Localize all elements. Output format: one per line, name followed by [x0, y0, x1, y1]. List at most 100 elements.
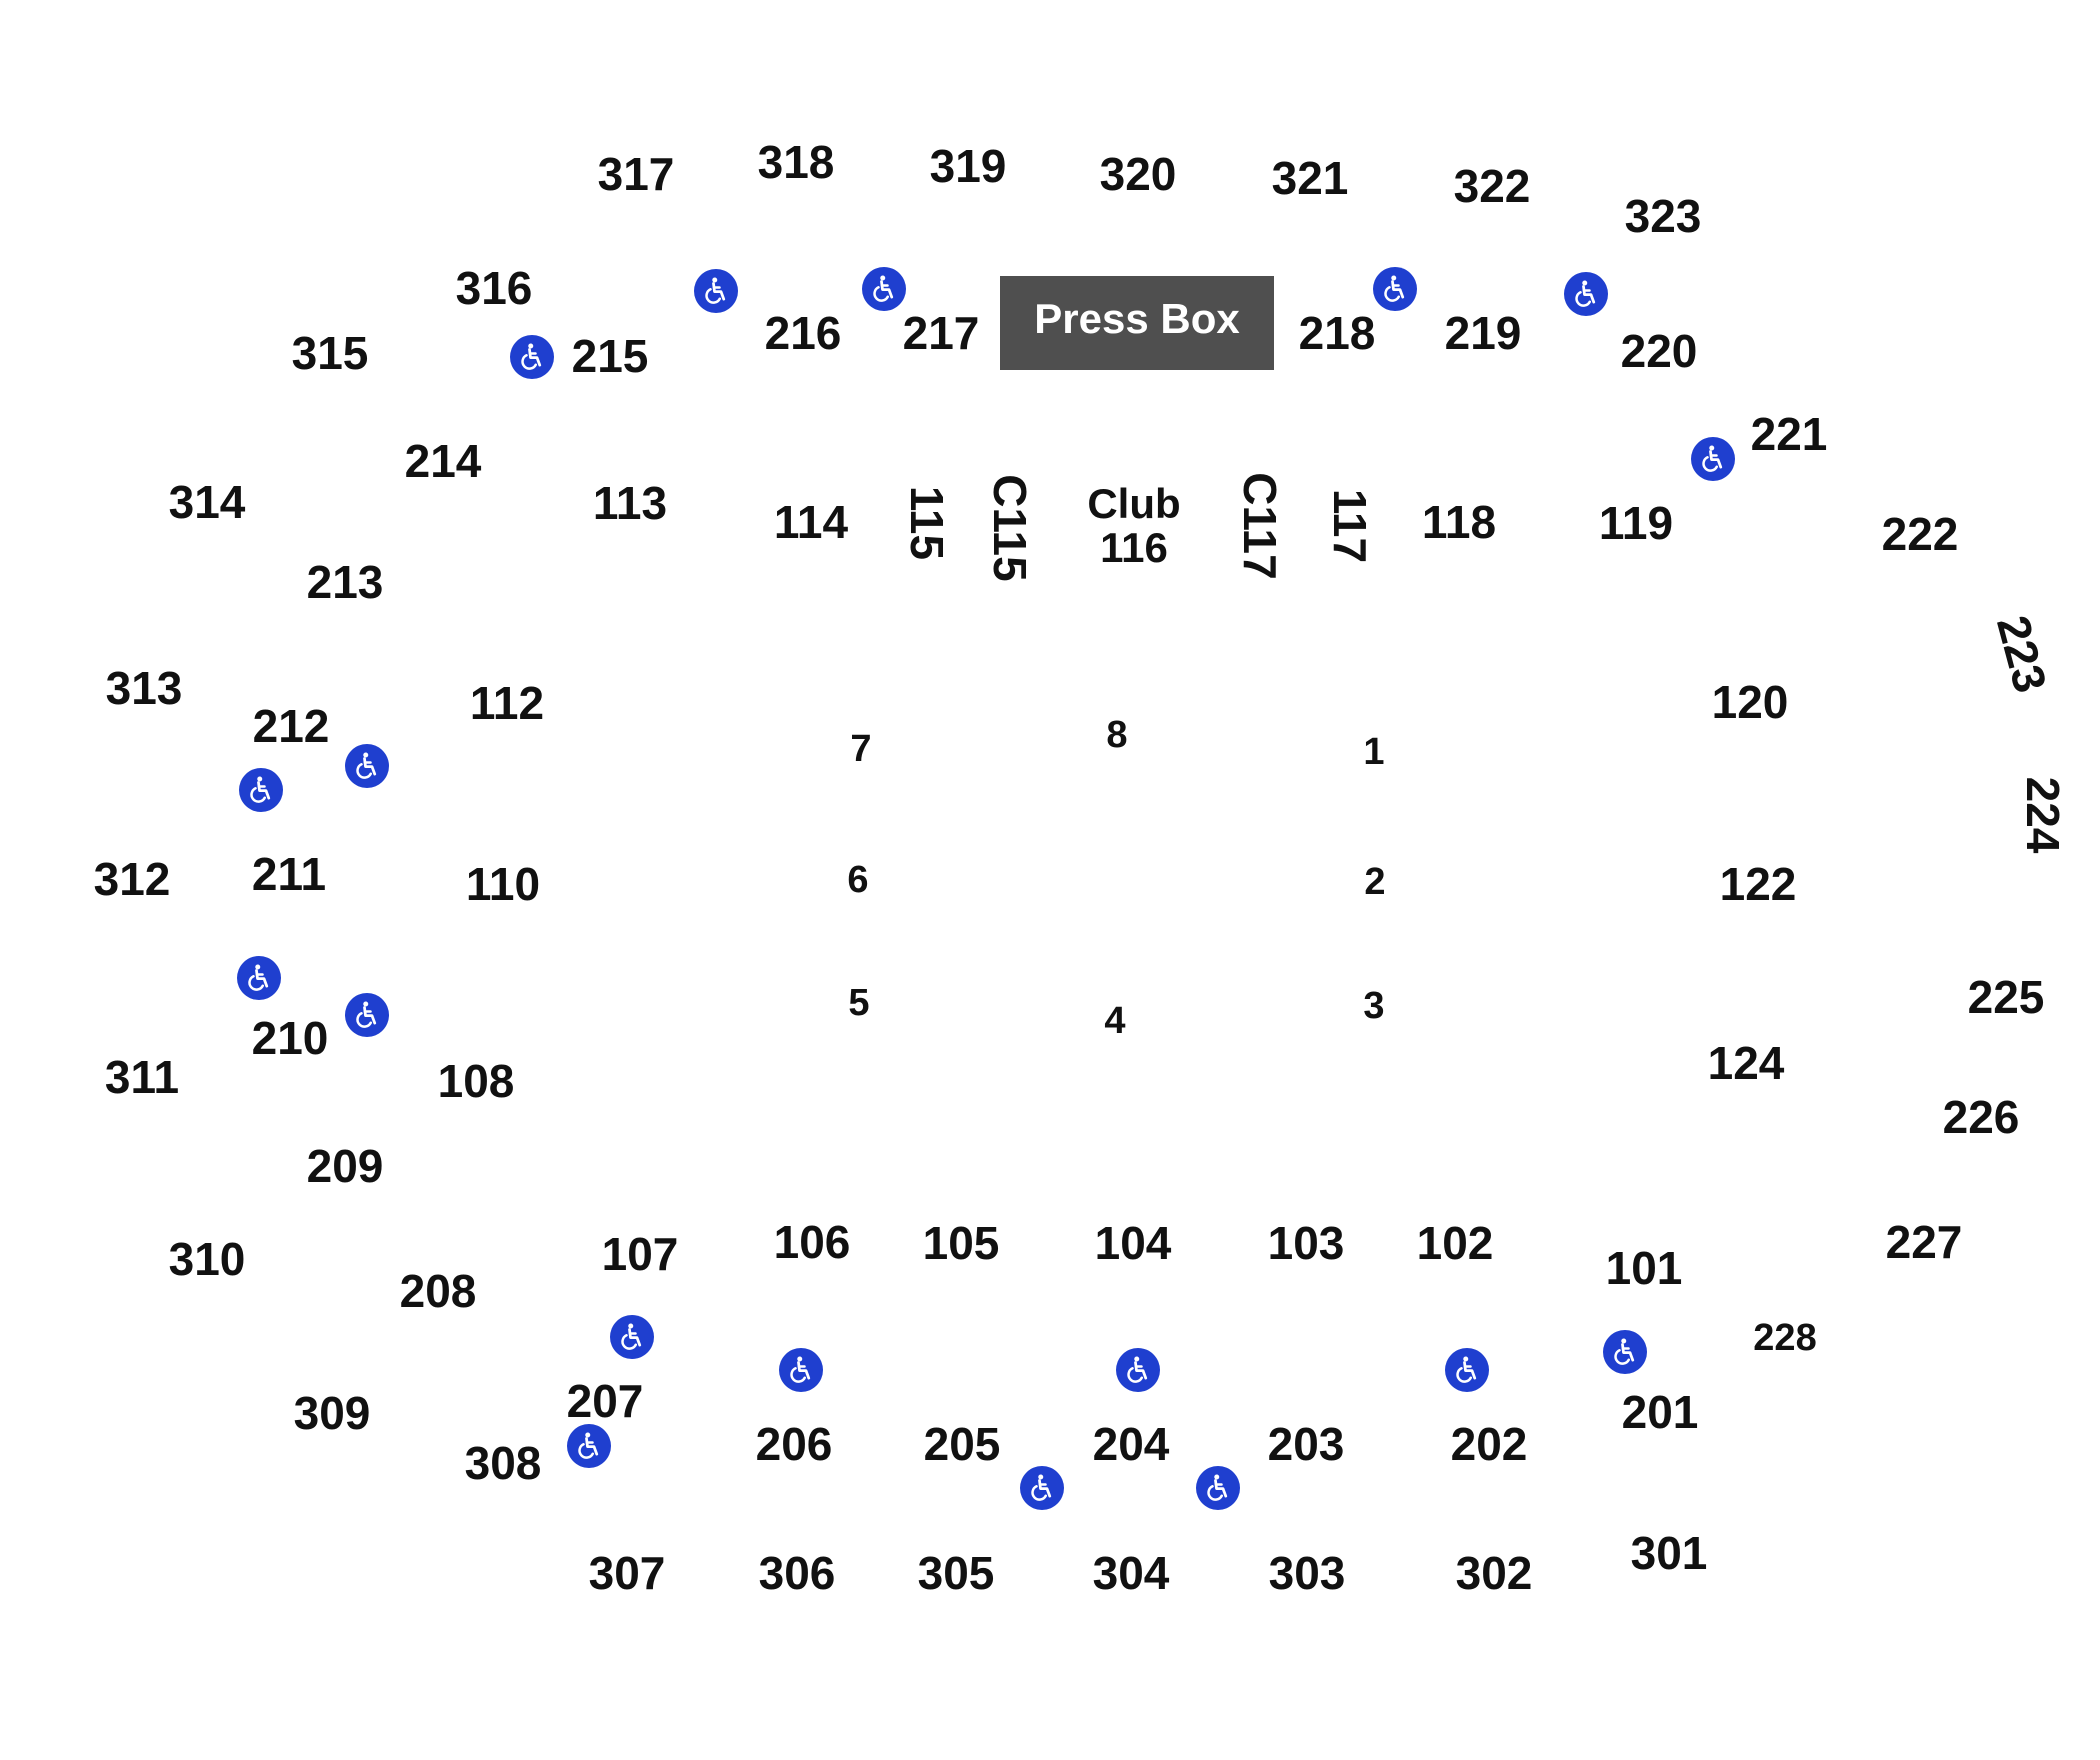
- section-211[interactable]: 211: [251, 848, 327, 900]
- section-312[interactable]: 312: [93, 853, 171, 905]
- section-214[interactable]: 214: [404, 435, 482, 487]
- section-323[interactable]: 323: [1624, 190, 1702, 242]
- wheelchair-icon[interactable]: [1116, 1348, 1160, 1392]
- wheelchair-icon[interactable]: [237, 956, 281, 1000]
- wheelchair-icon[interactable]: [694, 269, 738, 313]
- section-222[interactable]: 222: [1881, 508, 1959, 560]
- wheelchair-icon[interactable]: [1020, 1466, 1064, 1510]
- section-302[interactable]: 302: [1455, 1547, 1533, 1599]
- section-219[interactable]: 219: [1444, 307, 1522, 359]
- section-310[interactable]: 310: [168, 1233, 246, 1285]
- section-216[interactable]: 216: [764, 307, 842, 359]
- section-208[interactable]: 208: [399, 1265, 477, 1317]
- section-120[interactable]: 120: [1711, 676, 1789, 728]
- section-226[interactable]: 226: [1942, 1091, 2020, 1143]
- section-215[interactable]: 215: [571, 330, 649, 382]
- section-308[interactable]: 308: [464, 1437, 542, 1489]
- section-307[interactable]: 307: [588, 1547, 666, 1599]
- section-110[interactable]: 110: [465, 858, 541, 910]
- section-106[interactable]: 106: [773, 1216, 851, 1268]
- section-210[interactable]: 210: [251, 1012, 329, 1064]
- section-228[interactable]: 228: [1753, 1317, 1817, 1359]
- wheelchair-icon[interactable]: [239, 768, 283, 812]
- wheelchair-icon[interactable]: [510, 335, 554, 379]
- section-113[interactable]: 113: [592, 477, 668, 529]
- section-103[interactable]: 103: [1267, 1217, 1345, 1269]
- section-311[interactable]: 311: [104, 1051, 180, 1103]
- section-309[interactable]: 309: [293, 1387, 371, 1439]
- floor-section-8[interactable]: 8: [1106, 714, 1128, 756]
- floor-section-4[interactable]: 4: [1104, 1000, 1126, 1042]
- section-c115[interactable]: C115: [984, 474, 1036, 582]
- wheelchair-icon[interactable]: [1373, 267, 1417, 311]
- wheelchair-icon[interactable]: [1196, 1466, 1240, 1510]
- section-115[interactable]: 115: [901, 485, 953, 561]
- section-206[interactable]: 206: [755, 1418, 833, 1470]
- section-205[interactable]: 205: [923, 1418, 1001, 1470]
- wheelchair-icon[interactable]: [345, 993, 389, 1037]
- section-306[interactable]: 306: [758, 1547, 836, 1599]
- section-207[interactable]: 207: [566, 1375, 644, 1427]
- section-118[interactable]: 118: [1421, 496, 1497, 548]
- section-217[interactable]: 217: [902, 307, 980, 359]
- floor-section-7[interactable]: 7: [850, 728, 872, 770]
- section-122[interactable]: 122: [1719, 858, 1797, 910]
- section-119[interactable]: 119: [1598, 497, 1674, 549]
- wheelchair-icon[interactable]: [1564, 272, 1608, 316]
- section-321[interactable]: 321: [1271, 152, 1349, 204]
- section-112[interactable]: 112: [469, 677, 545, 729]
- section-223[interactable]: 223: [1986, 610, 2058, 698]
- section-104[interactable]: 104: [1094, 1217, 1172, 1269]
- section-204[interactable]: 204: [1092, 1418, 1170, 1470]
- section-209[interactable]: 209: [306, 1140, 384, 1192]
- section-220[interactable]: 220: [1620, 325, 1698, 377]
- section-club-116[interactable]: Club 116: [1087, 481, 1180, 571]
- section-319[interactable]: 319: [929, 140, 1007, 192]
- section-202[interactable]: 202: [1450, 1418, 1528, 1470]
- section-221[interactable]: 221: [1750, 408, 1828, 460]
- floor-section-3[interactable]: 3: [1363, 985, 1385, 1027]
- section-102[interactable]: 102: [1416, 1217, 1494, 1269]
- floor-section-2[interactable]: 2: [1364, 861, 1386, 903]
- wheelchair-icon[interactable]: [345, 744, 389, 788]
- section-317[interactable]: 317: [597, 148, 675, 200]
- section-303[interactable]: 303: [1268, 1547, 1346, 1599]
- wheelchair-icon[interactable]: [779, 1348, 823, 1392]
- section-218[interactable]: 218: [1298, 307, 1376, 359]
- wheelchair-icon[interactable]: [1603, 1330, 1647, 1374]
- floor-section-5[interactable]: 5: [848, 982, 870, 1024]
- section-224[interactable]: 224: [2017, 776, 2069, 854]
- section-203[interactable]: 203: [1267, 1418, 1345, 1470]
- section-201[interactable]: 201: [1621, 1386, 1699, 1438]
- section-313[interactable]: 313: [105, 662, 183, 714]
- section-322[interactable]: 322: [1453, 160, 1531, 212]
- section-117[interactable]: 117: [1324, 488, 1376, 564]
- section-304[interactable]: 304: [1092, 1547, 1170, 1599]
- section-101[interactable]: 101: [1605, 1242, 1683, 1294]
- section-227[interactable]: 227: [1885, 1216, 1963, 1268]
- section-124[interactable]: 124: [1707, 1037, 1785, 1089]
- wheelchair-icon[interactable]: [610, 1315, 654, 1359]
- section-301[interactable]: 301: [1630, 1527, 1708, 1579]
- wheelchair-icon[interactable]: [1445, 1348, 1489, 1392]
- floor-section-6[interactable]: 6: [847, 859, 869, 901]
- section-225[interactable]: 225: [1967, 971, 2045, 1023]
- section-316[interactable]: 316: [455, 262, 533, 314]
- section-318[interactable]: 318: [757, 136, 835, 188]
- section-315[interactable]: 315: [291, 327, 369, 379]
- wheelchair-icon[interactable]: [567, 1424, 611, 1468]
- section-314[interactable]: 314: [168, 476, 246, 528]
- wheelchair-icon[interactable]: [862, 267, 906, 311]
- section-105[interactable]: 105: [922, 1217, 1000, 1269]
- club-number: 116: [1100, 524, 1168, 571]
- section-107[interactable]: 107: [601, 1228, 679, 1280]
- section-114[interactable]: 114: [773, 496, 849, 548]
- section-212[interactable]: 212: [252, 700, 330, 752]
- section-213[interactable]: 213: [306, 556, 384, 608]
- floor-section-1[interactable]: 1: [1363, 731, 1385, 773]
- wheelchair-icon[interactable]: [1691, 437, 1735, 481]
- section-305[interactable]: 305: [917, 1547, 995, 1599]
- section-c117[interactable]: C117: [1234, 472, 1286, 580]
- section-108[interactable]: 108: [437, 1055, 515, 1107]
- section-320[interactable]: 320: [1099, 148, 1177, 200]
